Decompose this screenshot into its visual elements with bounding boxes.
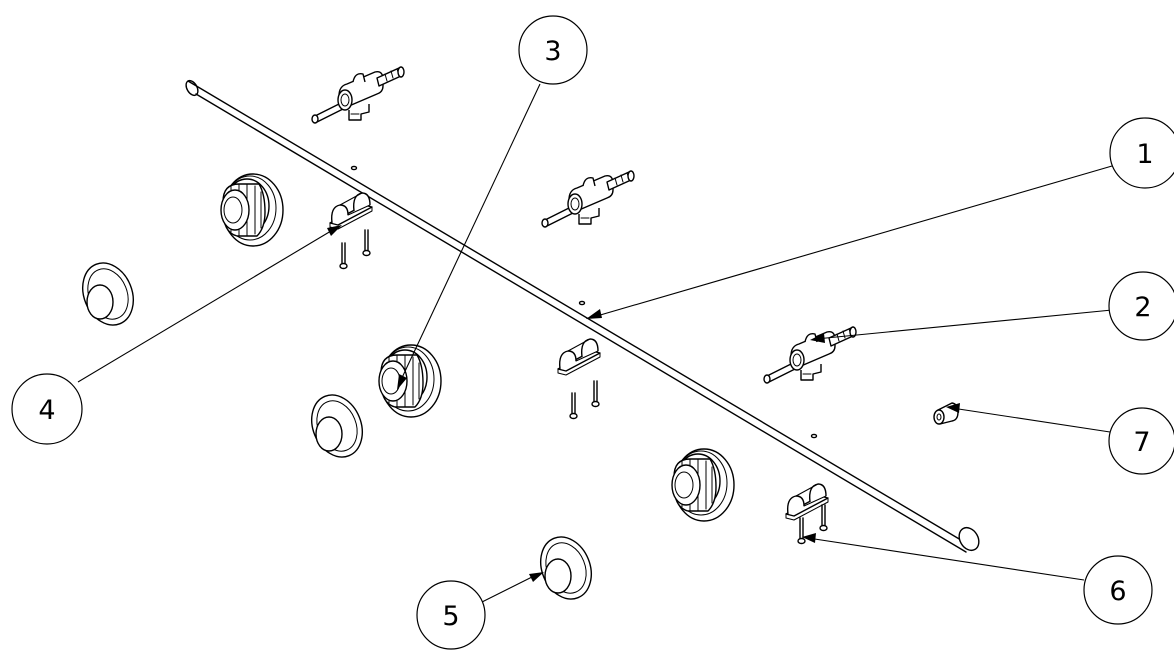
balloon-label: 7	[1133, 427, 1150, 458]
balloon-label: 4	[38, 395, 55, 426]
screw	[339, 242, 348, 270]
bezel-ring-right	[531, 528, 601, 608]
bezel-ring-left	[73, 254, 143, 334]
gas-valve-middle	[541, 170, 635, 228]
control-knob-right	[671, 448, 735, 522]
mounting-clip-left	[329, 192, 373, 230]
screw	[569, 392, 578, 420]
gas-valve-left	[311, 66, 405, 124]
balloon-4: 4	[11, 373, 83, 445]
gas-valve-right	[763, 326, 857, 384]
balloon-label: 2	[1134, 292, 1151, 323]
balloon-label: 3	[544, 36, 561, 67]
screw	[819, 504, 828, 532]
leader-lines	[77, 83, 1113, 603]
balloon-label: 1	[1136, 139, 1153, 170]
screw	[591, 380, 600, 408]
screw	[362, 229, 371, 257]
control-knob-left	[220, 173, 284, 247]
bezel-ring-middle	[302, 386, 372, 466]
balloon-2: 2	[1108, 271, 1174, 341]
balloon-5: 5	[416, 580, 486, 650]
balloon-3: 3	[518, 15, 588, 85]
mounting-clip-middle	[557, 338, 601, 376]
balloon-1: 1	[1109, 117, 1174, 189]
screw	[797, 517, 806, 545]
control-knob-middle	[378, 344, 442, 418]
balloon-7: 7	[1108, 407, 1174, 475]
balloon-6: 6	[1083, 555, 1153, 625]
manifold-pipe	[185, 79, 980, 553]
balloon-label: 5	[442, 601, 459, 632]
balloon-label: 6	[1109, 576, 1126, 607]
